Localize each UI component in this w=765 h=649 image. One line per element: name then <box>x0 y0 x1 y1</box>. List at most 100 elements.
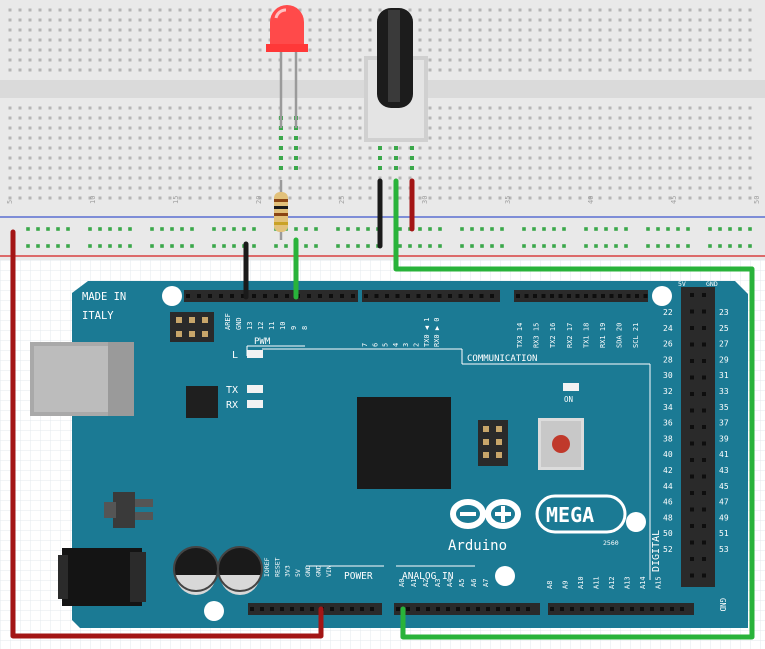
header-pin[interactable] <box>690 441 694 446</box>
header-pin[interactable] <box>690 491 694 495</box>
header-pin[interactable] <box>620 607 624 611</box>
header-pin[interactable] <box>490 294 494 298</box>
header-pin[interactable] <box>197 294 201 298</box>
header-pin[interactable] <box>496 607 500 611</box>
header-pin[interactable] <box>526 607 530 611</box>
header-pin[interactable] <box>702 342 706 347</box>
header-pin[interactable] <box>702 573 706 578</box>
header-pin[interactable] <box>702 540 706 545</box>
header-pin[interactable] <box>330 607 334 611</box>
header-pin[interactable] <box>690 557 694 561</box>
header-pin[interactable] <box>340 294 344 298</box>
header-pin[interactable] <box>310 607 314 611</box>
header-pin[interactable] <box>385 294 389 298</box>
header-pin[interactable] <box>550 607 554 611</box>
header-pin[interactable] <box>690 573 694 578</box>
header-pin[interactable] <box>416 294 421 298</box>
header-pin[interactable] <box>660 607 664 611</box>
header-pin[interactable] <box>374 294 379 298</box>
header-pin[interactable] <box>274 294 278 298</box>
header-pin[interactable] <box>406 294 410 298</box>
header-pin[interactable] <box>690 326 694 330</box>
header-pin[interactable] <box>690 458 694 462</box>
header-pin[interactable] <box>446 607 450 611</box>
header-pin[interactable] <box>690 425 694 429</box>
header-pin[interactable] <box>702 326 706 330</box>
header-pin[interactable] <box>524 294 529 298</box>
header-pin[interactable] <box>476 607 480 611</box>
header-pin[interactable] <box>702 375 706 380</box>
header-pin[interactable] <box>506 607 510 611</box>
header-pin[interactable] <box>426 607 430 611</box>
header-pin[interactable] <box>690 293 694 297</box>
header-pin[interactable] <box>635 294 639 298</box>
header-pin[interactable] <box>208 294 212 298</box>
header-pin[interactable] <box>690 524 694 528</box>
header-pin[interactable] <box>241 294 245 298</box>
header-pin[interactable] <box>550 294 554 298</box>
header-pin[interactable] <box>580 607 584 611</box>
reset-button[interactable] <box>538 418 584 470</box>
header-pin[interactable] <box>690 507 694 512</box>
header-pin[interactable] <box>702 474 706 479</box>
header-pin[interactable] <box>280 607 284 611</box>
header-pin[interactable] <box>640 607 644 611</box>
header-pin[interactable] <box>702 293 706 297</box>
header-pin[interactable] <box>290 607 294 611</box>
header-pin[interactable] <box>340 607 344 611</box>
header-pin[interactable] <box>219 294 223 298</box>
header-pin[interactable] <box>350 607 354 611</box>
header-pin[interactable] <box>469 294 473 298</box>
header-pin[interactable] <box>690 309 694 314</box>
header-pin[interactable] <box>395 294 400 298</box>
header-pin[interactable] <box>702 557 706 561</box>
header-pin[interactable] <box>329 294 333 298</box>
header-pin[interactable] <box>456 607 460 611</box>
header-pin[interactable] <box>590 607 594 611</box>
header-pin[interactable] <box>479 294 484 298</box>
header-pin[interactable] <box>318 294 322 298</box>
header-pin[interactable] <box>516 607 520 611</box>
header-pin[interactable] <box>592 294 597 298</box>
header-pin[interactable] <box>396 607 400 611</box>
header-pin[interactable] <box>285 294 289 298</box>
header-pin[interactable] <box>448 294 452 298</box>
header-pin[interactable] <box>584 294 588 298</box>
header-pin[interactable] <box>690 474 694 479</box>
header-pin[interactable] <box>601 294 605 298</box>
header-pin[interactable] <box>250 607 254 611</box>
header-pin[interactable] <box>575 294 580 298</box>
header-pin[interactable] <box>558 294 563 298</box>
header-pin[interactable] <box>516 294 520 298</box>
header-pin[interactable] <box>364 294 368 298</box>
header-pin[interactable] <box>351 294 355 298</box>
header-pin[interactable] <box>702 408 706 413</box>
header-pin[interactable] <box>702 491 706 495</box>
header-pin[interactable] <box>690 408 694 413</box>
header-pin[interactable] <box>416 607 420 611</box>
header-pin[interactable] <box>609 294 614 298</box>
header-pin[interactable] <box>307 294 311 298</box>
header-pin[interactable] <box>626 294 631 298</box>
header-pin[interactable] <box>466 607 470 611</box>
header-pin[interactable] <box>252 294 256 298</box>
header-pin[interactable] <box>630 607 634 611</box>
header-pin[interactable] <box>263 294 267 298</box>
header-pin[interactable] <box>458 294 463 298</box>
header-pin[interactable] <box>437 294 442 298</box>
header-pin[interactable] <box>680 607 684 611</box>
header-pin[interactable] <box>567 294 571 298</box>
header-pin[interactable] <box>650 607 654 611</box>
header-pin[interactable] <box>702 524 706 528</box>
header-pin[interactable] <box>702 441 706 446</box>
header-pin[interactable] <box>560 607 564 611</box>
header-pin[interactable] <box>670 607 674 611</box>
header-pin[interactable] <box>436 607 440 611</box>
header-pin[interactable] <box>690 540 694 545</box>
header-pin[interactable] <box>702 359 706 363</box>
header-pin[interactable] <box>541 294 546 298</box>
header-pin[interactable] <box>270 607 274 611</box>
header-pin[interactable] <box>230 294 234 298</box>
header-pin[interactable] <box>600 607 604 611</box>
header-pin[interactable] <box>690 342 694 347</box>
